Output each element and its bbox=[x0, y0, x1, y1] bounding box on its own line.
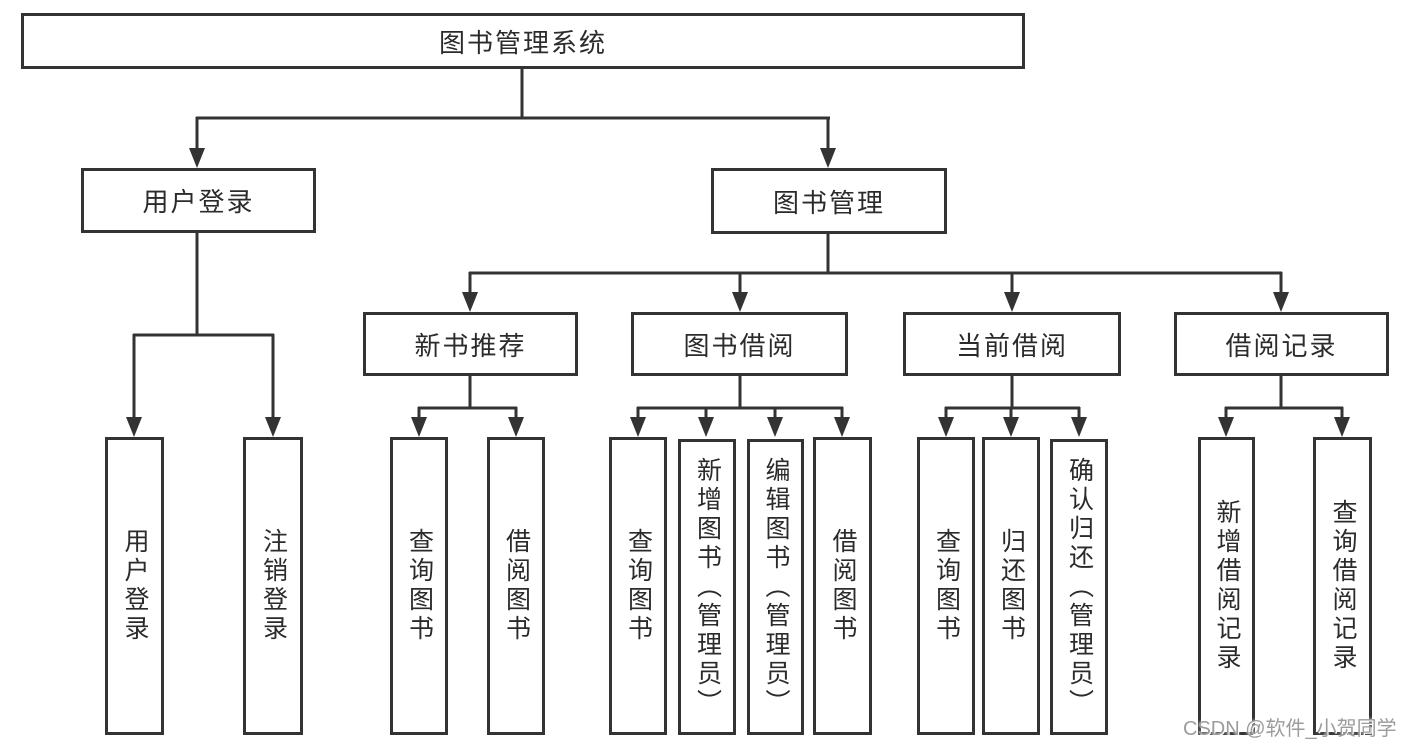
leaf-user-login: 用户登录 bbox=[105, 437, 164, 735]
leaf-query-books: 查询图书 bbox=[390, 437, 448, 735]
branch-user-login: 用户登录 bbox=[81, 168, 316, 233]
node-label: 归还图书 bbox=[997, 528, 1026, 644]
node-label: 图书管理系统 bbox=[438, 27, 607, 58]
node-label: 确认归还（管理员） bbox=[1065, 456, 1094, 718]
branch-book-management: 图书管理 bbox=[711, 168, 947, 234]
node-label: 用户登录 bbox=[142, 187, 255, 217]
node-label: 查询图书 bbox=[624, 528, 653, 644]
node-label: 新增图书（管理员） bbox=[693, 456, 722, 718]
branch-borrowing-records: 借阅记录 bbox=[1174, 312, 1389, 376]
node-label: 新增借阅记录 bbox=[1213, 499, 1241, 673]
leaf-borrow-books: 借阅图书 bbox=[813, 437, 872, 735]
leaf-add-book-admin: 新增图书（管理员） bbox=[678, 439, 736, 735]
node-label: 借阅图书 bbox=[502, 528, 531, 644]
leaf-query-books: 查询图书 bbox=[609, 437, 667, 735]
leaf-add-borrow-record: 新增借阅记录 bbox=[1198, 437, 1255, 735]
leaf-query-books: 查询图书 bbox=[917, 437, 975, 735]
node-label: 查询图书 bbox=[932, 528, 961, 644]
node-label: 查询图书 bbox=[405, 528, 434, 644]
node-label: 图书借阅 bbox=[683, 330, 796, 361]
watermark: CSDN @软件_小贺同学 bbox=[1183, 718, 1397, 740]
leaf-return-book: 归还图书 bbox=[982, 437, 1040, 735]
leaf-confirm-return-admin: 确认归还（管理员） bbox=[1050, 439, 1108, 735]
leaf-query-borrow-record: 查询借阅记录 bbox=[1313, 437, 1372, 735]
branch-book-borrowing: 图书借阅 bbox=[631, 312, 848, 376]
leaf-borrow-books: 借阅图书 bbox=[487, 437, 545, 735]
branch-new-book-recommendation: 新书推荐 bbox=[363, 312, 578, 376]
node-label: 当前借阅 bbox=[955, 330, 1068, 361]
node-label: 图书管理 bbox=[772, 187, 885, 218]
node-label: 借阅记录 bbox=[1225, 330, 1338, 361]
node-label: 查询借阅记录 bbox=[1329, 499, 1357, 673]
leaf-logout: 注销登录 bbox=[243, 437, 303, 735]
branch-current-borrowing: 当前借阅 bbox=[903, 312, 1121, 376]
node-label: 用户登录 bbox=[121, 528, 149, 644]
leaf-edit-book-admin: 编辑图书（管理员） bbox=[747, 439, 804, 735]
node-library-system: 图书管理系统 bbox=[21, 13, 1025, 69]
node-label: 新书推荐 bbox=[414, 330, 527, 361]
node-label: 注销登录 bbox=[259, 528, 288, 644]
node-label: 编辑图书（管理员） bbox=[762, 456, 790, 718]
node-label: 借阅图书 bbox=[829, 528, 857, 644]
